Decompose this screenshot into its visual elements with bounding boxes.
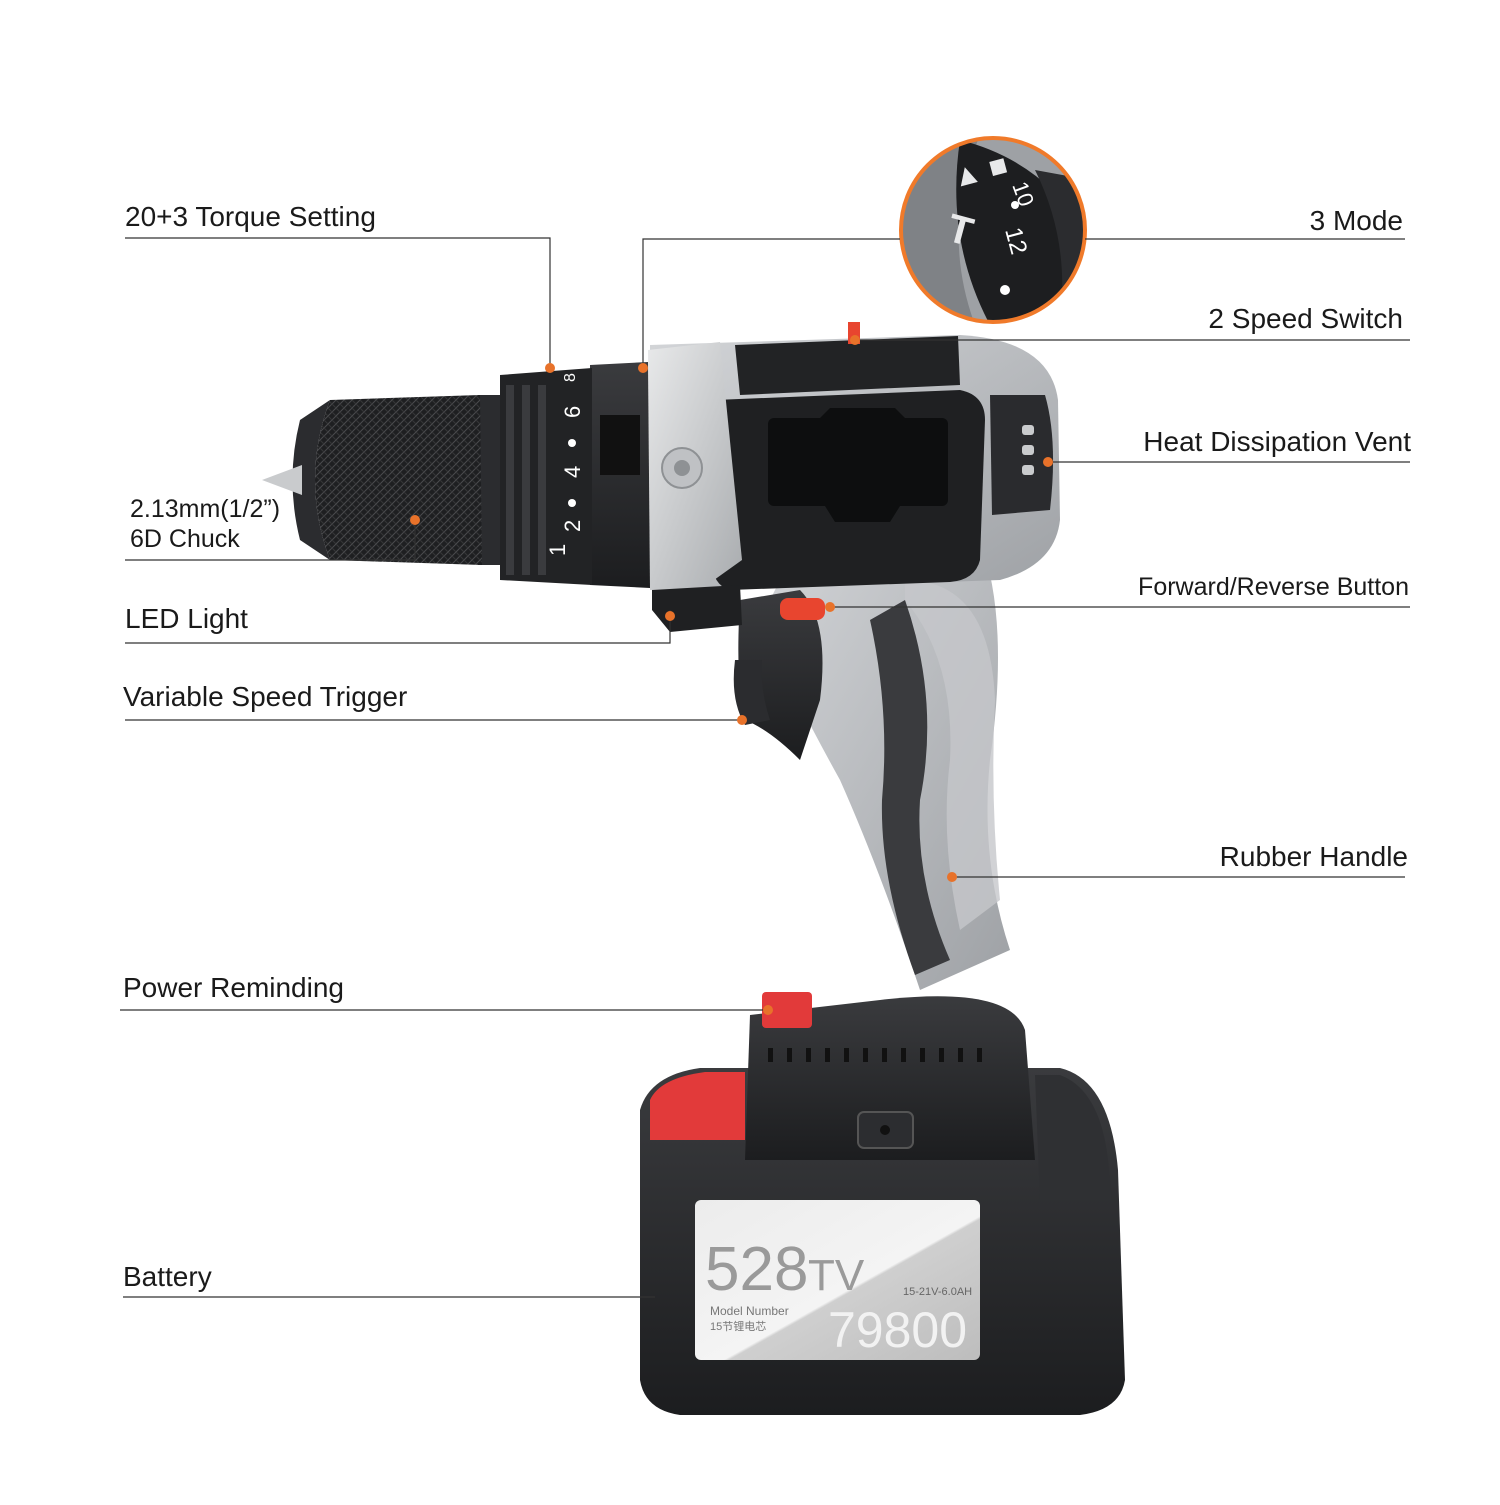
battery-label-plate [695, 1200, 980, 1360]
callout-battery: Battery [123, 1261, 212, 1292]
torque-number-2: 2 [560, 520, 585, 532]
callout-forward-reverse: Forward/Reverse Button [1138, 573, 1409, 601]
leader-lines [120, 237, 1410, 1298]
battery-voltage: 528 [705, 1235, 808, 1304]
callout-chuck-line2: 6D Chuck [130, 525, 240, 553]
power-indicator [762, 992, 812, 1028]
callout-chuck-line1: 2.13mm(1/2”) [130, 495, 281, 523]
chuck [262, 395, 500, 565]
chuck-knurl [315, 395, 482, 565]
battery-cells-caption: 15节锂电芯 [710, 1319, 766, 1333]
battery-mount [745, 992, 1035, 1160]
trigger [733, 660, 770, 725]
callout-dots [410, 335, 1053, 1015]
battery-rating: 15-21V-6.0AH [903, 1286, 972, 1298]
drill-body [650, 322, 1060, 590]
rubber-grip [905, 580, 1000, 930]
torque-number-1: 1 [545, 544, 570, 556]
torque-scale: 1 2 4 6 8 [545, 373, 585, 556]
callout-heat-vent: Heat Dissipation Vent [1143, 426, 1411, 457]
callout-speed-switch: 2 Speed Switch [1208, 303, 1403, 334]
mount-vent-slots [768, 1048, 982, 1062]
led-housing [652, 585, 742, 632]
callout-trigger: Variable Speed Trigger [123, 681, 408, 712]
heat-vent-grille [990, 395, 1054, 515]
torque-collar: 1 2 4 6 8 [500, 362, 650, 588]
battery-release-latch [650, 1072, 745, 1140]
handle-rubber-stripe [870, 600, 950, 975]
drill-bit-tip [262, 465, 302, 495]
torque-number-6: 6 [560, 406, 585, 418]
battery-model-caption: Model Number [710, 1304, 789, 1318]
battery-model-number: 79800 [828, 1302, 967, 1358]
mode-zoom-inset: ▲ ■ T 10 12 [899, 136, 1087, 324]
battery-voltage-suffix: TV [808, 1251, 865, 1300]
forward-reverse-switch [780, 598, 825, 620]
top-cover [735, 336, 960, 395]
callout-power-reminding: Power Reminding [123, 972, 344, 1003]
callout-rubber-handle: Rubber Handle [1219, 841, 1408, 872]
zoom-ring [899, 136, 1087, 324]
gear-housing [648, 342, 742, 632]
callout-torque-setting: 20+3 Torque Setting [125, 201, 376, 232]
callout-led-light: LED Light [125, 603, 248, 634]
callout-mode: 3 Mode [1309, 205, 1403, 236]
side-window [768, 418, 948, 506]
torque-number-4: 4 [560, 466, 585, 478]
torque-number-8: 8 [562, 373, 579, 382]
